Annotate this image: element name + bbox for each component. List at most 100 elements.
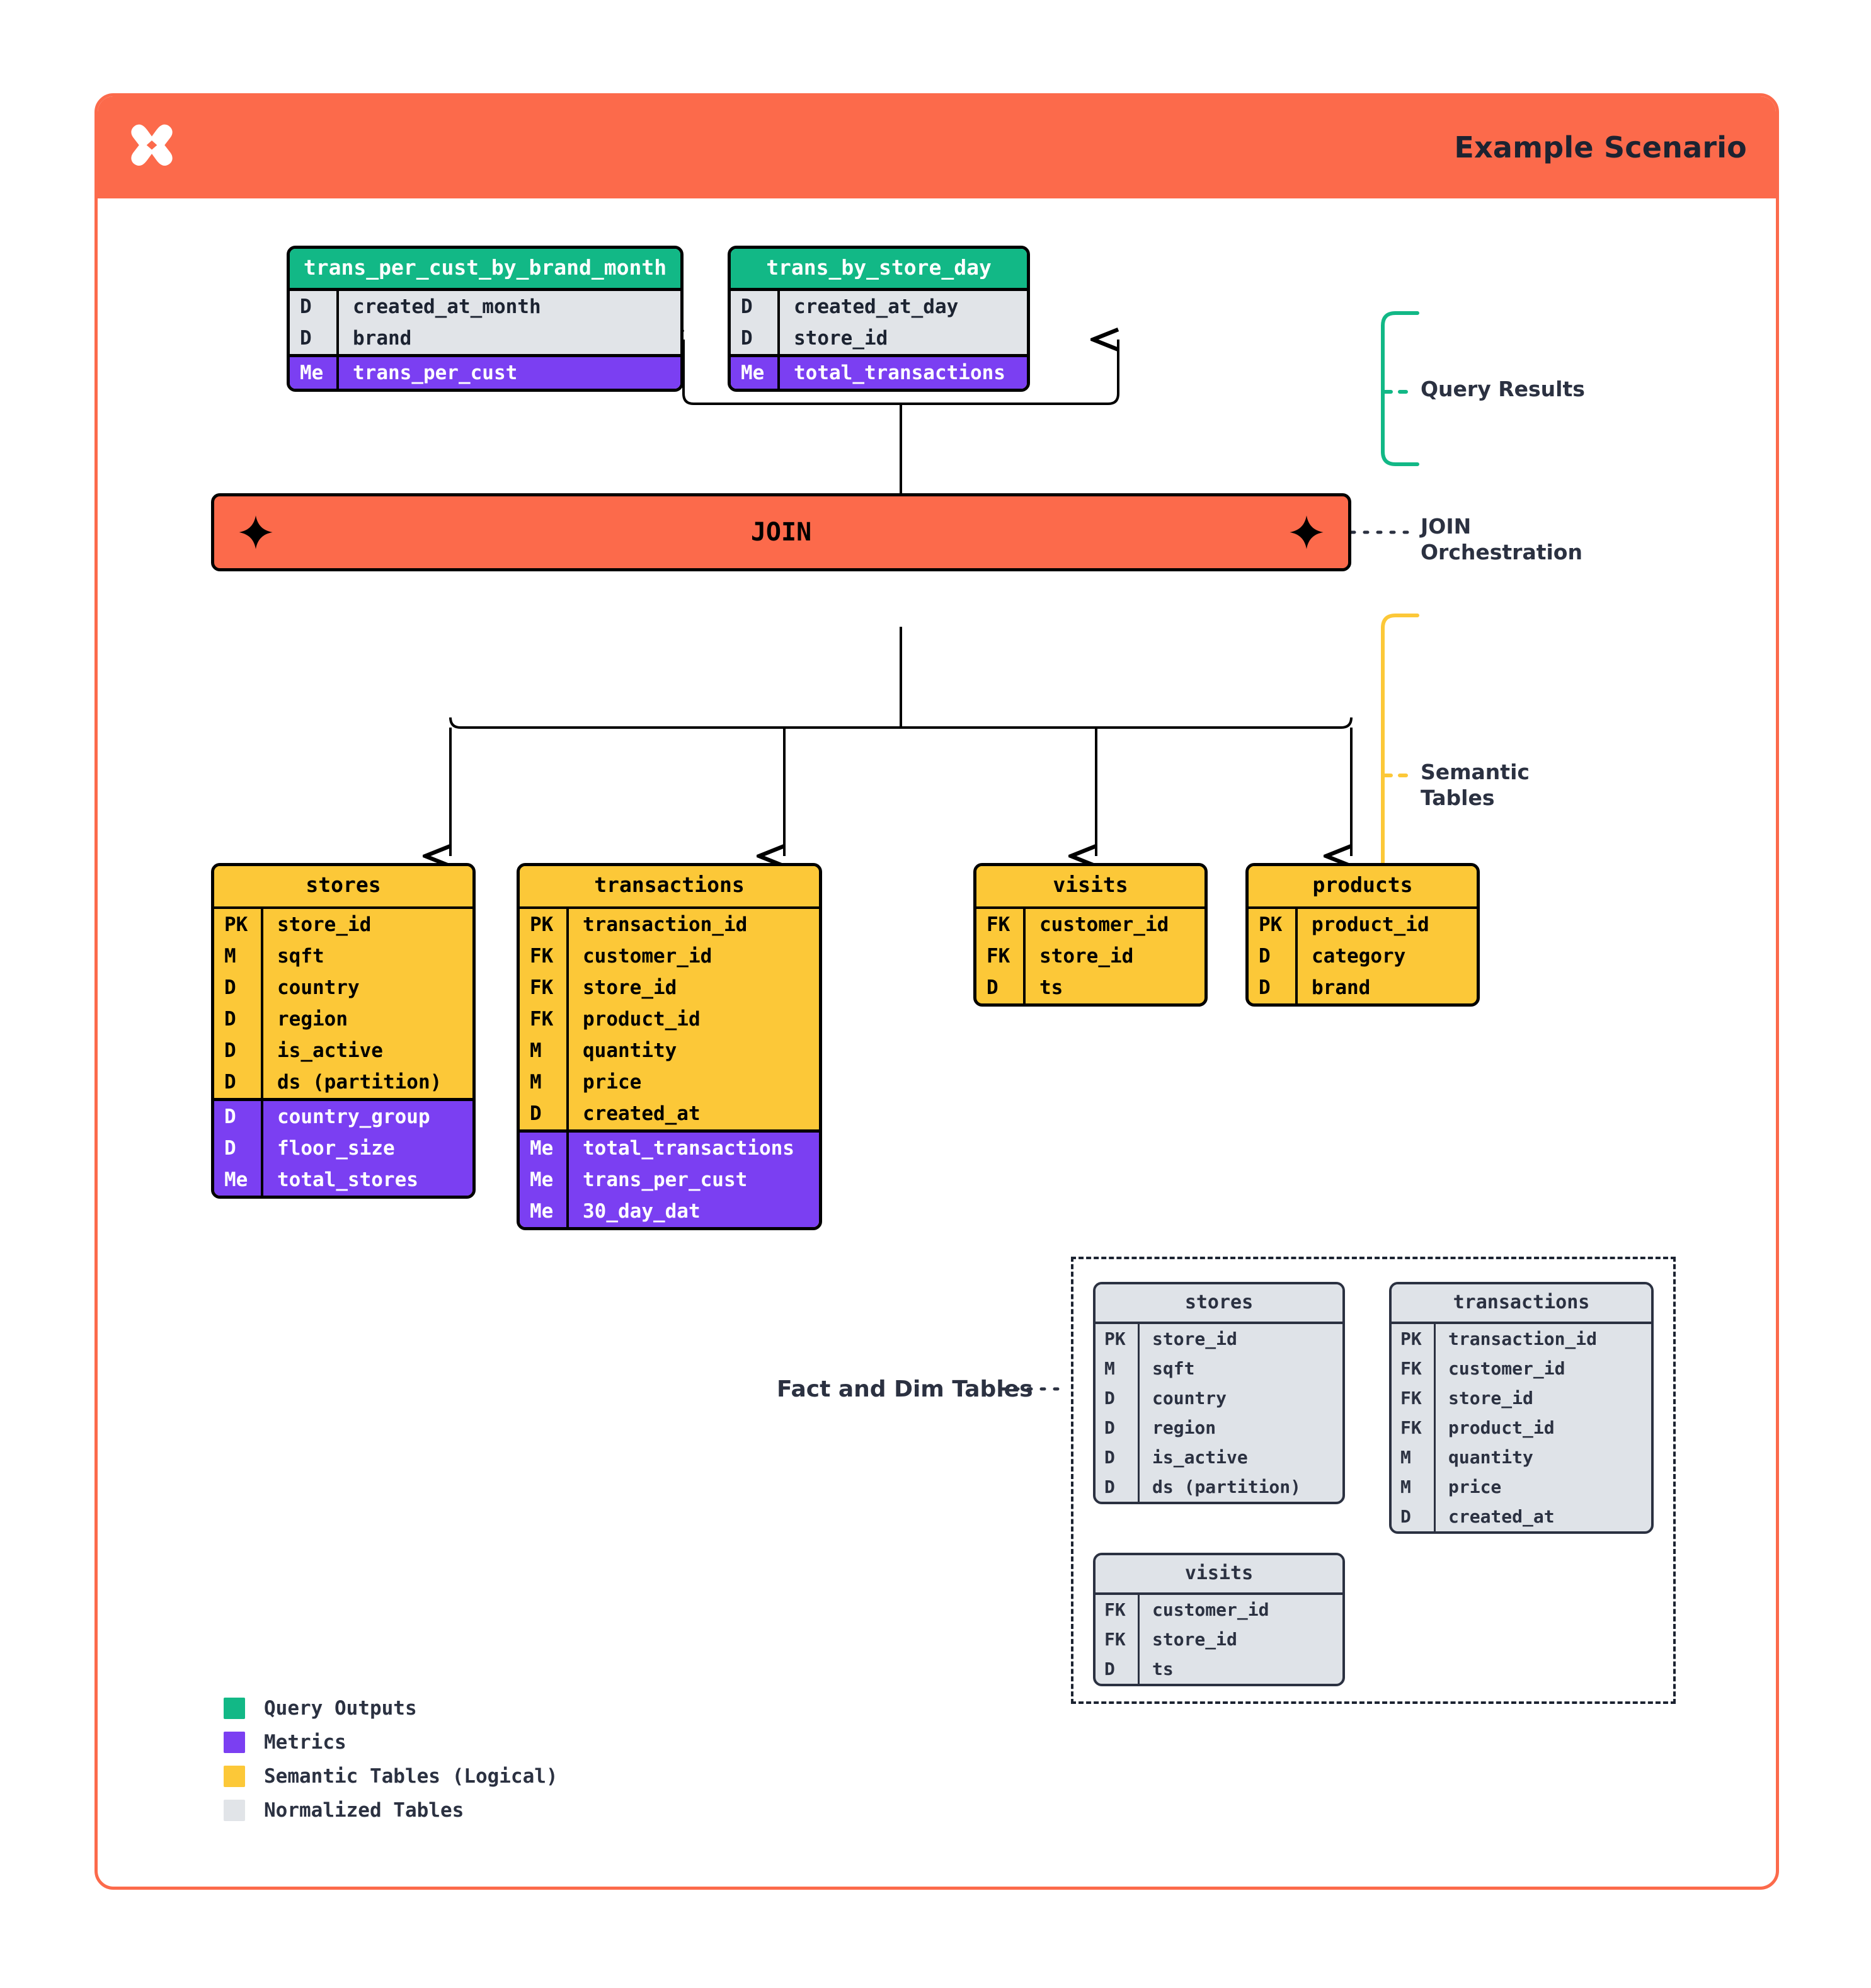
row-key: M bbox=[520, 1066, 569, 1099]
legend-item: Query Outputs bbox=[224, 1691, 558, 1725]
sparkle-icon bbox=[1290, 515, 1324, 549]
query-result-trans-per-cust-by-brand-month[interactable]: trans_per_cust_by_brand_month D created_… bbox=[287, 246, 684, 392]
row-field: product_id bbox=[583, 1008, 701, 1031]
legend-label: Normalized Tables bbox=[264, 1799, 464, 1822]
row-field: store_id bbox=[1448, 1388, 1533, 1408]
join-label: JOIN bbox=[750, 518, 812, 547]
row-key: PK bbox=[1096, 1324, 1140, 1354]
row-field: created_at_month bbox=[353, 295, 541, 319]
entity-title: stores bbox=[1096, 1284, 1342, 1324]
x-star-logo-icon bbox=[131, 124, 173, 166]
row-key: D bbox=[214, 1066, 263, 1099]
row-key: FK bbox=[520, 1003, 569, 1036]
row-key: FK bbox=[520, 940, 569, 973]
row-field: floor_size bbox=[277, 1137, 395, 1160]
row-field: store_id bbox=[583, 976, 677, 1000]
entity-title: transactions bbox=[1392, 1284, 1651, 1324]
card-titlebar: Example Scenario bbox=[98, 96, 1776, 198]
row-key: FK bbox=[1096, 1625, 1140, 1654]
row-field: total_transactions bbox=[794, 362, 1005, 385]
page-title: Example Scenario bbox=[1454, 130, 1747, 164]
row-field: price bbox=[583, 1071, 642, 1094]
table-row: D created_at_month bbox=[290, 291, 680, 323]
legend-label: Metrics bbox=[264, 1731, 346, 1754]
join-orchestration-node[interactable]: JOIN bbox=[211, 493, 1351, 571]
row-key: D bbox=[976, 972, 1026, 1004]
row-key: Me bbox=[520, 1196, 569, 1228]
entity-title: trans_by_store_day bbox=[731, 249, 1027, 292]
row-key: D bbox=[1096, 1383, 1140, 1413]
row-key: M bbox=[1096, 1354, 1140, 1383]
row-key: FK bbox=[520, 972, 569, 1004]
entity-title: stores bbox=[214, 866, 472, 910]
row-field: customer_id bbox=[583, 945, 712, 968]
table-row: D created_at_day bbox=[731, 291, 1027, 323]
row-field: product_id bbox=[1448, 1417, 1555, 1438]
annotation-line-1: JOIN bbox=[1421, 514, 1472, 539]
row-field: customer_id bbox=[1152, 1599, 1269, 1620]
legend-item: Metrics bbox=[224, 1725, 558, 1759]
row-key: FK bbox=[1392, 1354, 1436, 1383]
row-key: Me bbox=[520, 1133, 569, 1165]
row-field: ds (partition) bbox=[277, 1071, 442, 1094]
row-field: store_id bbox=[1152, 1629, 1237, 1650]
row-key: FK bbox=[976, 940, 1026, 973]
row-field: is_active bbox=[1152, 1447, 1248, 1468]
row-field: country bbox=[1152, 1388, 1227, 1408]
row-field: price bbox=[1448, 1477, 1502, 1497]
table-row: FK customer_id bbox=[520, 940, 819, 973]
fact-and-dim-group bbox=[1071, 1257, 1676, 1704]
row-key: PK bbox=[520, 909, 569, 941]
row-field: transaction_id bbox=[583, 913, 748, 937]
row-field: store_id bbox=[277, 913, 372, 937]
row-key: D bbox=[1096, 1472, 1140, 1502]
row-key: D bbox=[290, 291, 339, 323]
table-row: PK transaction_id bbox=[520, 909, 819, 941]
legend-swatch-semantic-tables bbox=[224, 1766, 245, 1787]
row-field: sqft bbox=[1152, 1358, 1195, 1379]
annotation-semantic-tables: Semantic Tables bbox=[1421, 759, 1530, 811]
row-field: trans_per_cust bbox=[353, 362, 518, 385]
legend: Query Outputs Metrics Semantic Tables (L… bbox=[224, 1691, 558, 1827]
annotation-fact-and-dim-tables: Fact and Dim Tables bbox=[777, 1376, 1033, 1402]
table-row: FK product_id bbox=[520, 1003, 819, 1036]
query-result-trans-by-store-day[interactable]: trans_by_store_day D created_at_day D st… bbox=[728, 246, 1030, 392]
row-field: region bbox=[1152, 1417, 1216, 1438]
row-key: D bbox=[1096, 1654, 1140, 1684]
row-key: D bbox=[731, 323, 780, 355]
row-key: D bbox=[214, 1035, 263, 1067]
table-row: D store_id bbox=[731, 323, 1027, 355]
